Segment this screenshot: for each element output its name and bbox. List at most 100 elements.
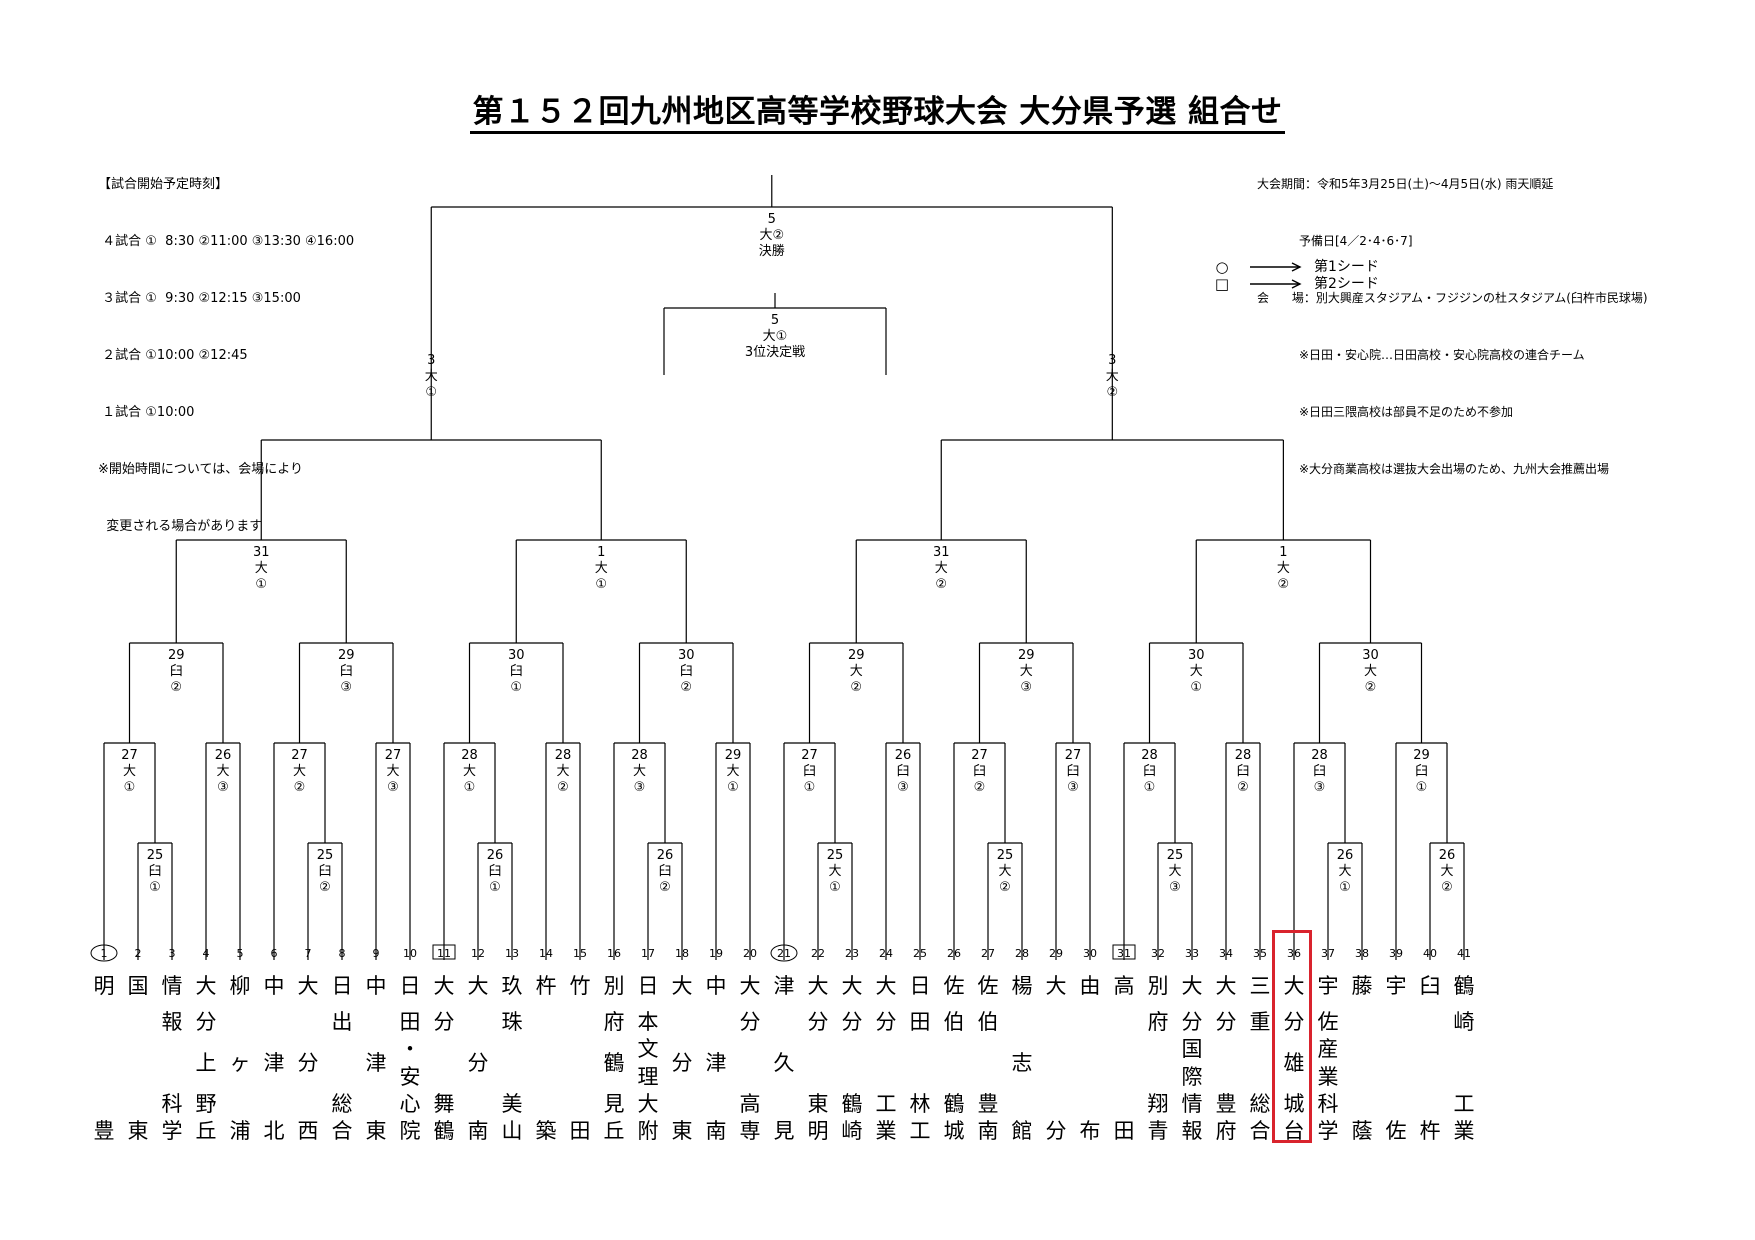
final-match-label: 決勝	[759, 244, 785, 259]
team-name-char: 佐	[1385, 1119, 1407, 1143]
prelim-match-label: ②	[1441, 880, 1453, 895]
team-number: 7	[305, 947, 312, 960]
team-name-char: 蔭	[1351, 1119, 1373, 1143]
round3-match-label: ②	[935, 577, 947, 592]
round2-match-label: 大	[1190, 664, 1203, 679]
team-name: 大分	[1041, 970, 1071, 1165]
prelim-match-label: 25	[827, 848, 844, 863]
team-name-char: 明	[93, 974, 115, 998]
prelim-match-label: ①	[149, 880, 161, 895]
round1-match-label: ①	[464, 780, 476, 795]
team-name-char: 高	[1113, 974, 1135, 998]
prelim-match-label: 臼	[318, 864, 331, 879]
team-number: 16	[607, 947, 621, 960]
seed2-square	[1112, 944, 1136, 960]
round1-match-label: ③	[217, 780, 229, 795]
team-number: 13	[505, 947, 519, 960]
round1-match-label: 大	[123, 764, 136, 779]
round3-match-label: 大	[595, 561, 608, 576]
round1-match-label: 臼	[896, 764, 909, 779]
team-name-char: 津	[773, 974, 795, 998]
team-name-char: 国	[127, 974, 149, 998]
prelim-match-label: ②	[659, 880, 671, 895]
team-name-char: 珠	[501, 1010, 523, 1034]
round2-match-label: ③	[1020, 680, 1032, 695]
team-name-char: 伯	[943, 1010, 965, 1034]
team-name-char: 大	[739, 974, 761, 998]
team-name: 高田	[1109, 970, 1139, 1165]
seed1-label: 第1シード	[1314, 258, 1379, 275]
prelim-match-label: 大	[1440, 864, 1453, 879]
round1-match-label: 臼	[1313, 764, 1326, 779]
round1-match-label: ②	[1237, 780, 1249, 795]
team-name-char: 鶴	[841, 1092, 863, 1116]
team-name-char: 心	[399, 1092, 421, 1116]
team-name-char: 学	[1317, 1119, 1339, 1143]
team-name-char: 分	[875, 1010, 897, 1034]
team-name-char: 科	[161, 1092, 183, 1116]
team-name-char: 明	[807, 1119, 829, 1143]
prelim-match-label: 26	[1337, 848, 1354, 863]
round3-match-label: ①	[595, 577, 607, 592]
round3-match-label: 大	[935, 561, 948, 576]
team-name-char: 専	[739, 1119, 761, 1143]
team-name-char: 科	[1317, 1092, 1339, 1116]
team-name-char: 大	[1215, 974, 1237, 998]
round1-match-label: 29	[1413, 748, 1430, 763]
team-name-char: 浦	[229, 1119, 251, 1143]
team-name-char: 宇	[1385, 974, 1407, 998]
round1-match-label: 26	[215, 748, 232, 763]
team-number: 22	[811, 947, 825, 960]
team-name: 臼杵	[1415, 970, 1445, 1165]
schedule-block: 【試合開始予定時刻】 ４試合 ① 8:30 ②11:00 ③13:30 ④16:…	[98, 137, 354, 555]
team-name-char: 佐	[943, 974, 965, 998]
team-name-char: 東	[671, 1119, 693, 1143]
team-name-char: 大	[671, 974, 693, 998]
round1-match-label: 27	[971, 748, 988, 763]
team-name-char: 野	[195, 1092, 217, 1116]
round2-match-label: 大	[850, 664, 863, 679]
team-name-char: 業	[1317, 1064, 1339, 1089]
prelim-match-label: 臼	[488, 864, 501, 879]
team-name-char: 大	[841, 974, 863, 998]
team-number: 39	[1389, 947, 1403, 960]
team-name-char: 田	[569, 1119, 591, 1143]
team-name: 大分雄城台	[1272, 930, 1312, 1165]
round1-match-label: ②	[294, 780, 306, 795]
page-title-text: 第１５２回九州地区高等学校野球大会 大分県予選 組合せ	[470, 94, 1285, 134]
prelim-match-label: 25	[317, 848, 334, 863]
round2-match-label: ①	[1190, 680, 1202, 695]
round2-match-label: 臼	[340, 664, 353, 679]
round1-match-label: 臼	[1415, 764, 1428, 779]
round2-match-label: ②	[1365, 680, 1377, 695]
team-name: 大分工業	[871, 970, 901, 1165]
round2-match-label: ②	[680, 680, 692, 695]
team-number: 14	[539, 947, 553, 960]
team-name-char: 佐	[1317, 1010, 1339, 1034]
team-name-char: 報	[1181, 1119, 1203, 1143]
team-number: 1	[101, 947, 108, 960]
team-number: 40	[1423, 947, 1437, 960]
prelim-match-label: 臼	[148, 864, 161, 879]
team-name-char: 臼	[1419, 974, 1441, 998]
prelim-match-label: 臼	[658, 864, 671, 879]
team-name-char: 日	[399, 974, 421, 998]
round2-match-label: 臼	[510, 664, 523, 679]
team-name-char: 重	[1249, 1010, 1271, 1034]
team-number: 36	[1287, 947, 1301, 960]
round2-match-label: 30	[508, 648, 525, 663]
team-name-char: 南	[467, 1119, 489, 1143]
info-note: ※日田三隈高校は部員不足のため不参加	[1257, 405, 1514, 419]
team-name: 竹田	[565, 970, 595, 1165]
prelim-match-label: 25	[997, 848, 1014, 863]
team-name-char: 舞	[433, 1092, 455, 1116]
team-name-char: 情	[1181, 1092, 1203, 1116]
team-number: 24	[879, 947, 893, 960]
team-name-char: 安	[399, 1064, 421, 1089]
prelim-match-label: 26	[487, 848, 504, 863]
team-name-char: 日	[909, 974, 931, 998]
team-name-char: 総	[331, 1092, 353, 1116]
team-name-char: 中	[263, 974, 285, 998]
team-name-char: 分	[807, 1010, 829, 1034]
prelim-match-label: ②	[319, 880, 331, 895]
